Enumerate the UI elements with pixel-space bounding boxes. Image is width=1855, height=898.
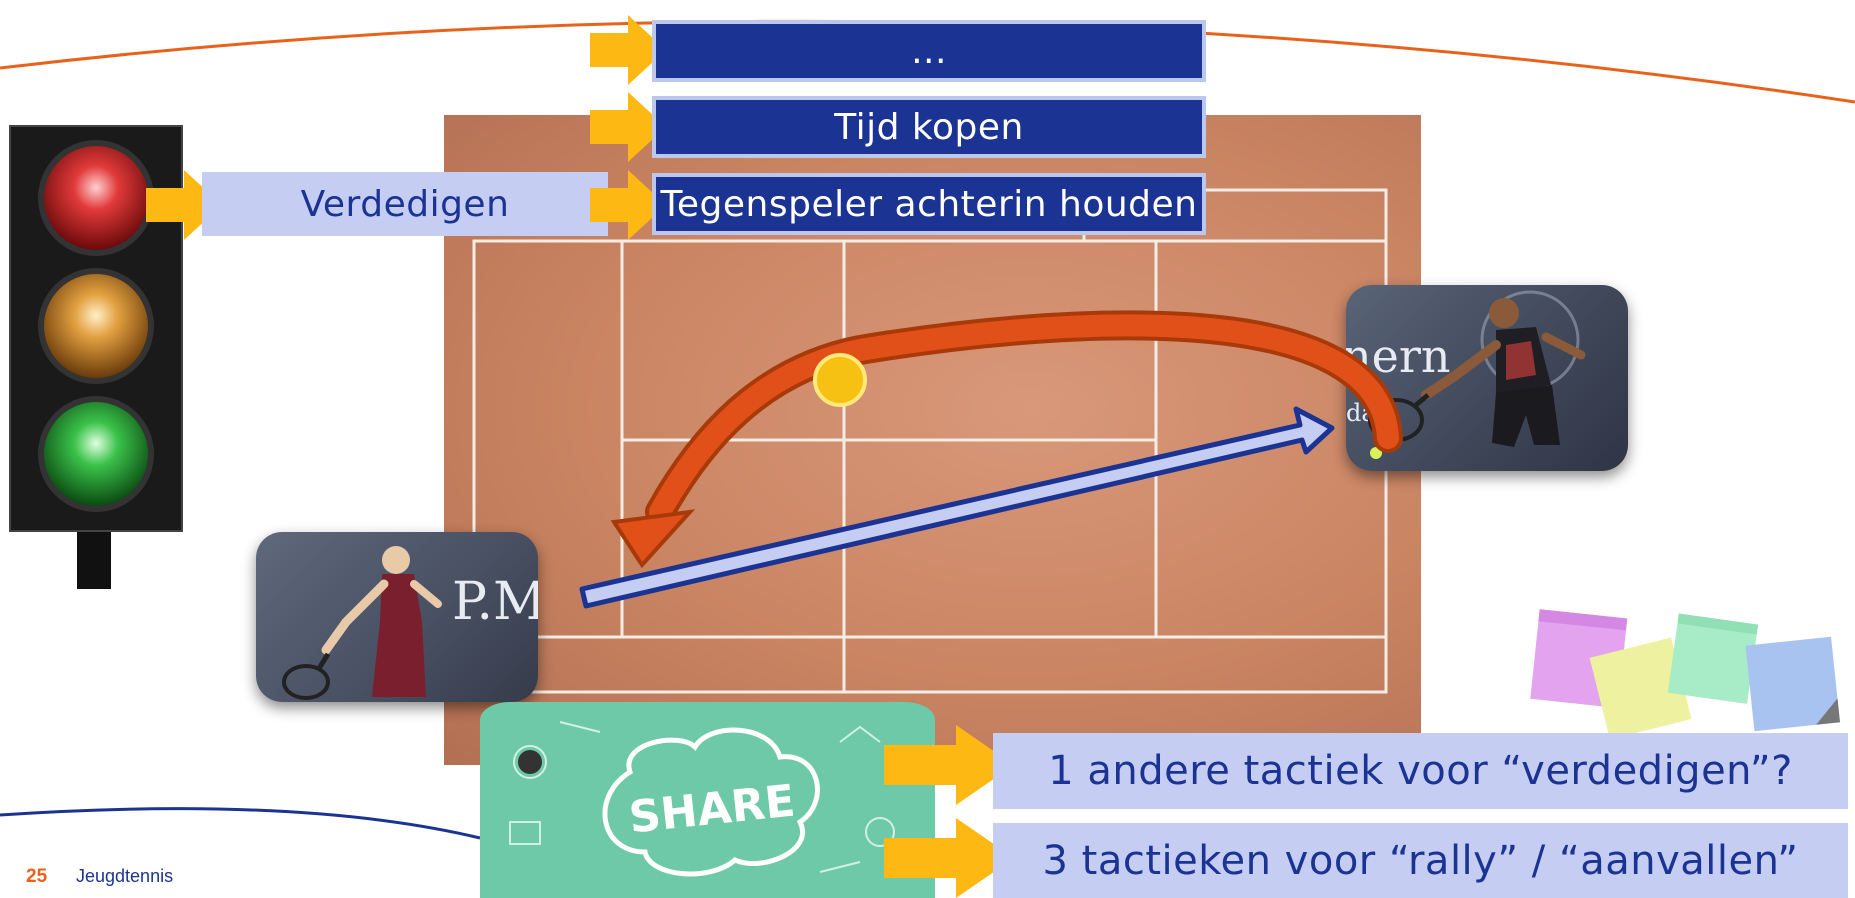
option-keep-back-text: Tegenspeler achterin houden [660, 183, 1198, 225]
arrow-right-icon [590, 170, 666, 240]
question-2: 3 tactieken voor “rally” / “aanvallen” [993, 823, 1848, 898]
arrow-right-icon [590, 15, 666, 85]
option-more: ... [652, 20, 1206, 82]
question-1-text: 1 andere tactiek voor “verdedigen”? [1048, 748, 1793, 794]
banner-text: P.M [452, 572, 538, 632]
sticky-notes-icon [1522, 606, 1855, 742]
option-more-text: ... [911, 30, 947, 72]
question-2-text: 3 tactieken voor “rally” / “aanvallen” [1042, 837, 1799, 884]
footer-label: Jeugdtennis [76, 866, 174, 886]
tennis-player-figure [282, 546, 442, 700]
option-buy-time-text: Tijd kopen [834, 106, 1024, 148]
traffic-light-icon [8, 124, 184, 589]
option-keep-back: Tegenspeler achterin houden [652, 173, 1206, 235]
share-image: SHARE [480, 702, 935, 898]
option-buy-time: Tijd kopen [652, 96, 1206, 158]
page-number: 25 [26, 866, 48, 887]
defend-label: Verdedigen [202, 172, 608, 236]
question-1: 1 andere tactiek voor “verdedigen”? [993, 733, 1848, 809]
defend-label-text: Verdedigen [300, 183, 510, 225]
player-photo-left: P.M [256, 532, 538, 702]
arrow-right-icon [884, 818, 1014, 898]
arrow-right-icon [884, 725, 1014, 805]
arrow-right-icon [590, 92, 666, 162]
